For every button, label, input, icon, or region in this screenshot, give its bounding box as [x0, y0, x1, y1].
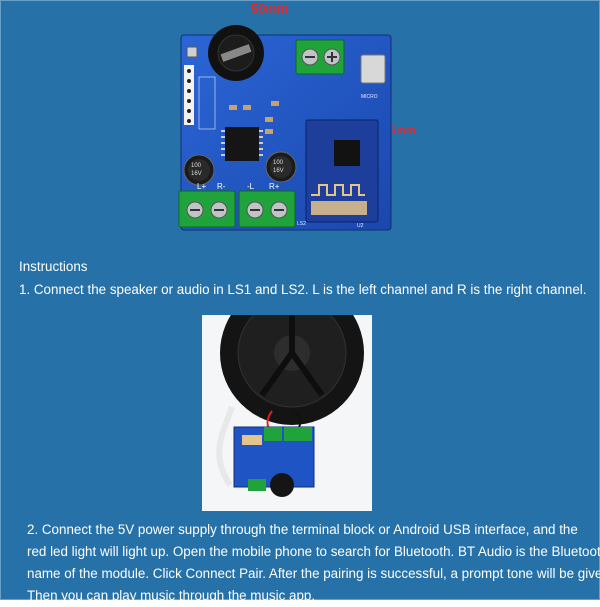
module-silk-label: U2 [357, 223, 364, 229]
speaker-terminal-ls1 [178, 190, 236, 228]
micro-usb-port [360, 54, 386, 84]
svg-text:16V: 16V [191, 171, 202, 177]
svg-text:16V: 16V [273, 168, 284, 174]
connected-speaker-photo [202, 315, 372, 511]
switch-button [186, 46, 198, 58]
amplifier-chip [225, 127, 259, 161]
ls2-left-silk: -L [247, 182, 255, 191]
amplifier-board-photo: MICRO 100 16V 100 16V [178, 25, 392, 231]
ls2-right-silk: R+ [269, 182, 280, 191]
speaker-terminal-ls2 [238, 190, 296, 228]
instruction-step-2-line-2: red led light will light up. Open the mo… [27, 544, 600, 559]
instructions-heading: Instructions [19, 259, 88, 274]
svg-text:100: 100 [273, 160, 284, 166]
instruction-step-2-line-4: Then you can play music through the musi… [27, 588, 316, 603]
instruction-step-2: 2. Connect the 5V power supply through t… [27, 519, 600, 607]
bluetooth-module: U2 [305, 119, 379, 229]
height-ruler [405, 39, 406, 223]
width-ruler [179, 7, 383, 8]
usb-silk-label: MICRO [361, 94, 378, 100]
volume-knob [208, 25, 264, 81]
height-dimension-label: 45mm [384, 125, 416, 137]
instruction-step-2-line-1: 2. Connect the 5V power supply through t… [27, 522, 578, 537]
power-terminal-block [295, 39, 345, 75]
instruction-step-1: 1. Connect the speaker or audio in LS1 a… [19, 282, 587, 297]
ls1-left-silk: L+ [197, 182, 206, 191]
svg-text:100: 100 [191, 163, 202, 169]
connected-board [233, 426, 315, 497]
pin-header [184, 65, 194, 125]
width-dimension-label: 50mm [251, 1, 289, 16]
capacitor-right: 100 16V [265, 151, 297, 183]
ls1-right-silk: R- [217, 182, 226, 191]
instruction-step-2-line-3: name of the module. Click Connect Pair. … [27, 566, 600, 581]
capacitor-left: 100 16V [183, 154, 215, 186]
ls2-silk-label: LS2 [297, 221, 306, 227]
speaker-illustration [220, 315, 364, 425]
